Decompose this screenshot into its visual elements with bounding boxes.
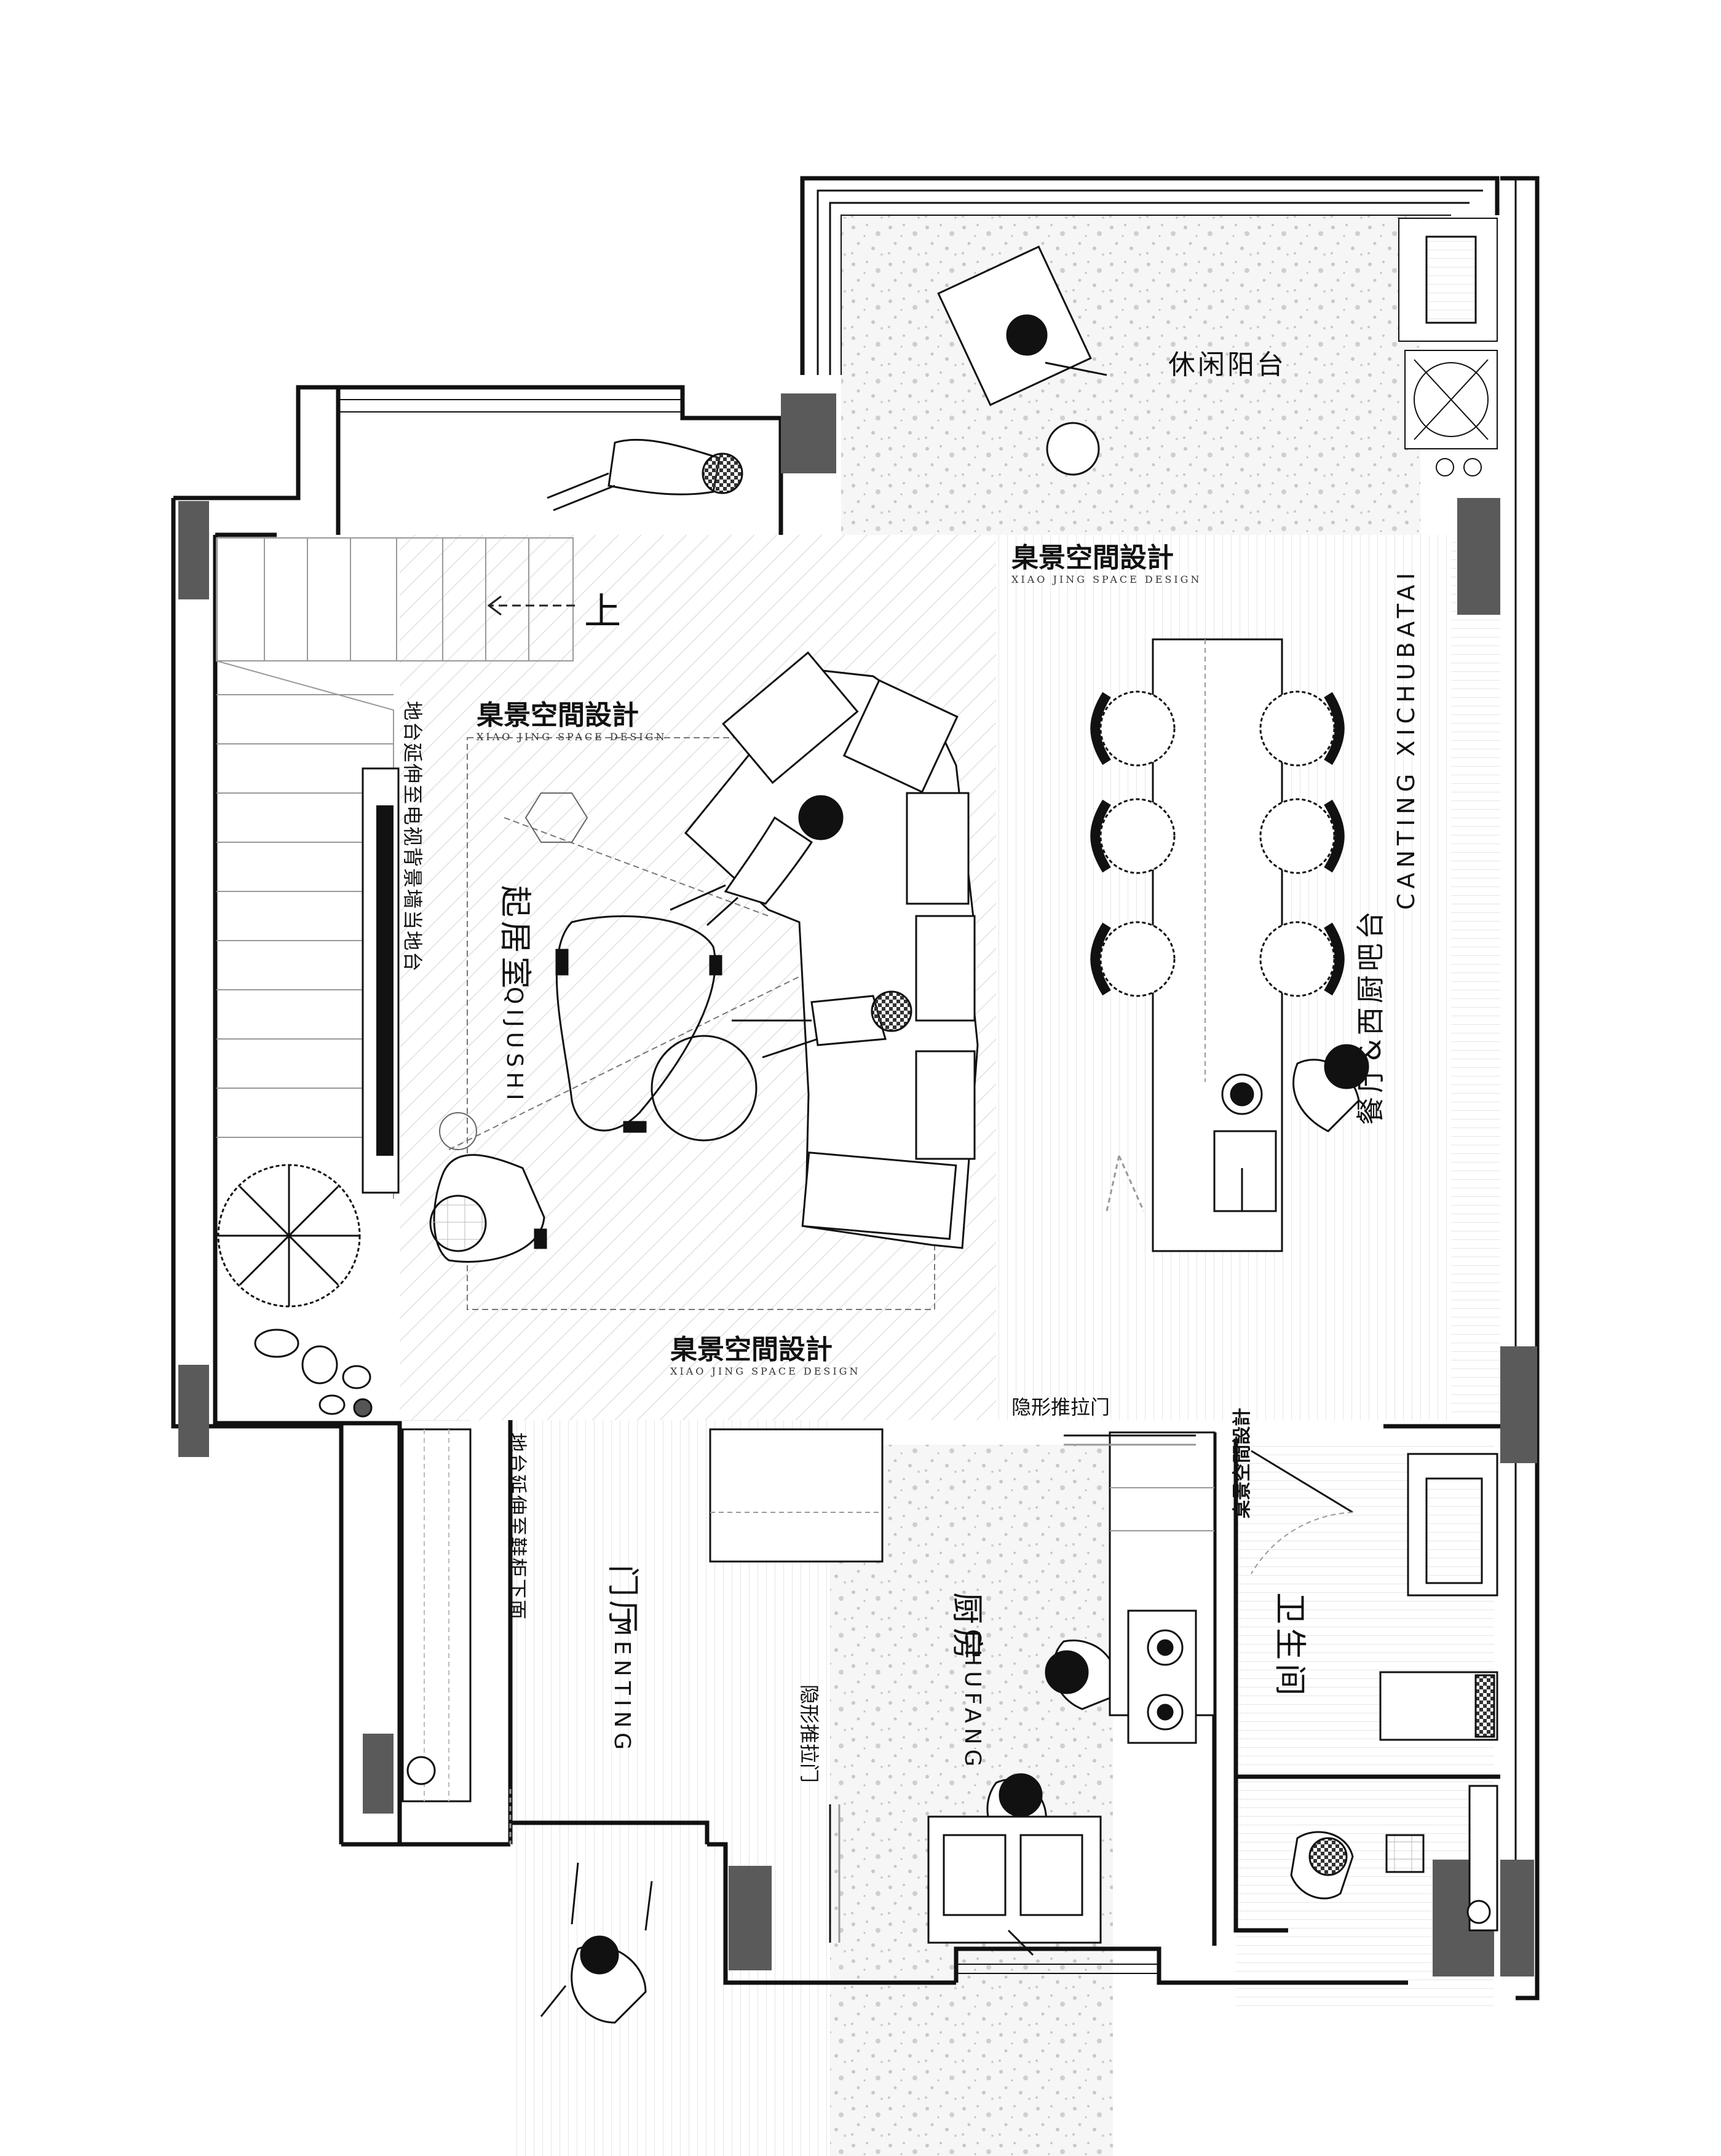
staircase [216,537,575,1199]
brand-name: 臬景空間設計 [1011,542,1174,574]
label-kitchen-pinyin: CHUFANG [960,1629,985,1771]
note-platform-shoe: 地台延伸至鞋柜下面 [505,1432,529,1621]
note-sliding-door-kitchen: 隐形推拉门 [797,1684,821,1783]
brand-name: 臬景空間設計 [670,1334,833,1365]
person-kitchen-stove [1045,1640,1117,1710]
dining-floor-strip [1451,535,1500,1420]
shoe-cabinet [402,1428,472,1803]
bathroom-fixtures [1251,1450,1498,1932]
label-living-room: 起居室 [496,885,533,992]
person-balcony-chair [937,245,1107,406]
label-entrance: 门厅 [604,1565,641,1636]
label-dining-bar: 餐厅&西厨吧台 [1354,907,1387,1125]
person-entrance [540,1862,653,2024]
person-sofa-1 [670,795,844,926]
label-stairs-up: 上 [584,590,621,633]
sectional-sofa [684,651,979,1249]
plant [217,1164,373,1418]
brand-subtitle: XIAO JING SPACE DESIGN [1011,574,1201,585]
balcony-furniture [1046,218,1498,476]
note-platform-tv: 地台延伸至电视背景墙当地台 [401,701,424,973]
note-sliding-door-top: 隐形推拉门 [1011,1396,1110,1419]
person-sofa-2 [732,990,912,1059]
bar-stools [1090,690,1345,997]
brand-watermark-living: 臬景空間設計 XIAO JING SPACE DESIGN [477,700,667,743]
brand-subtitle: XIAO JING SPACE DESIGN [477,731,667,743]
label-entrance-pinyin: MENTING [609,1617,635,1755]
kitchen-counters [709,1428,1216,1956]
lounge-chair [429,1154,547,1263]
brand-name: 臬景空間設計 [477,700,639,731]
person-bar [1292,1044,1369,1132]
kitchen-floor [830,1445,1113,2156]
brand-watermark-top: 臬景空間設計 XIAO JING SPACE DESIGN [1011,542,1201,585]
coffee-tables [439,792,758,1150]
people [540,245,1369,2024]
label-dining-bar-pinyin: CANTING XICHUBATAI [1393,568,1420,910]
tv-platform [362,767,400,1194]
brand-watermark-bathroom: 臬景空間設計 [1232,1408,1253,1518]
label-bathroom: 卫生间 [1271,1592,1308,1699]
label-kitchen: 厨房 [948,1592,985,1664]
person-bathroom [1290,1831,1354,1900]
brand-name: 臬景空間設計 [1232,1408,1253,1518]
brand-subtitle: XIAO JING SPACE DESIGN [670,1365,860,1377]
person-balcony-small [547,438,743,511]
sliding-doors [509,1155,1196,1943]
label-living-room-pinyin: QIJUSHI [502,987,527,1105]
balcony-floor [841,215,1420,535]
label-leisure-balcony: 休闲阳台 [1168,349,1286,381]
brand-watermark-bottom: 臬景空間設計 XIAO JING SPACE DESIGN [670,1334,860,1377]
